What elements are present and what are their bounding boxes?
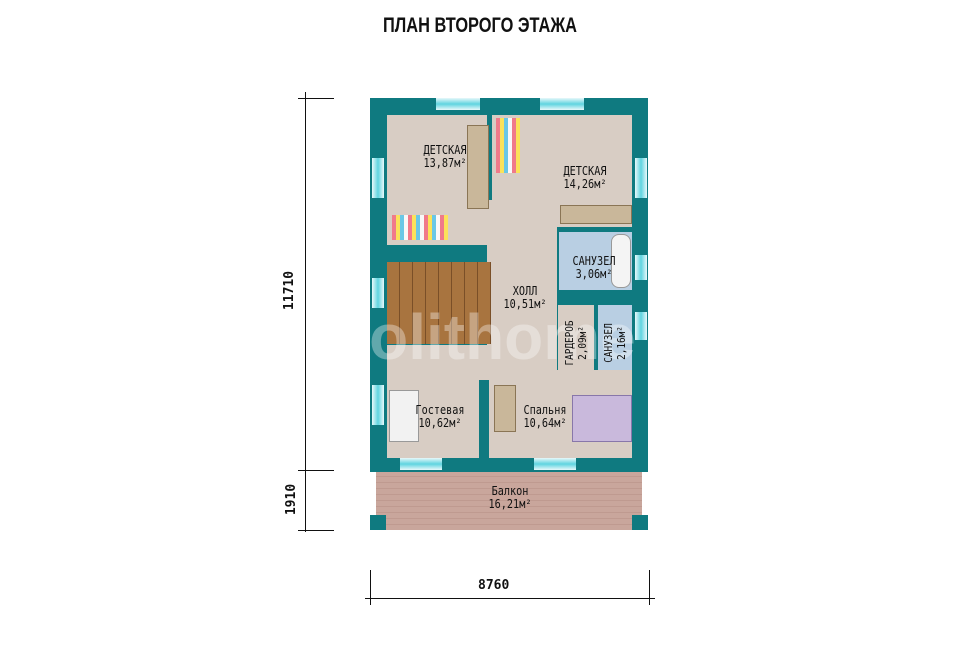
dimension-tick — [298, 530, 334, 531]
room-bathroom-2 — [598, 305, 632, 370]
bed — [496, 118, 520, 173]
window — [635, 158, 647, 198]
dimension-tick — [298, 98, 334, 99]
dimension-line-vertical — [305, 92, 306, 532]
wardrobe-furniture — [494, 385, 516, 432]
dimension-width: 8760 — [478, 578, 510, 593]
room-bedroom-corridor — [557, 370, 632, 382]
balcony-post — [632, 515, 648, 530]
balcony-post — [370, 515, 386, 530]
dimension-line-horizontal — [365, 598, 655, 599]
window — [372, 385, 384, 425]
dimension-tick — [370, 570, 371, 605]
window — [372, 278, 384, 308]
wardrobe-furniture — [560, 205, 632, 224]
wardrobe-furniture — [467, 125, 489, 209]
dimension-height-balcony: 1910 — [284, 483, 300, 516]
dimension-height-main: 11710 — [282, 270, 298, 311]
window — [635, 312, 647, 340]
window — [540, 98, 584, 110]
dimension-tick — [298, 470, 334, 471]
watermark: polithome — [330, 301, 636, 373]
window — [635, 255, 647, 280]
room-wardrobe — [558, 305, 594, 370]
staircase — [387, 262, 491, 344]
dimension-tick — [649, 570, 650, 605]
balcony — [376, 472, 642, 530]
window — [436, 98, 480, 110]
window — [400, 458, 442, 470]
bathtub — [611, 234, 631, 288]
double-bed — [572, 395, 632, 442]
window — [534, 458, 576, 470]
window — [372, 158, 384, 198]
plan-title: ПЛАН ВТОРОГО ЭТАЖА — [383, 14, 577, 37]
sofa — [389, 390, 419, 442]
bed — [392, 215, 448, 240]
